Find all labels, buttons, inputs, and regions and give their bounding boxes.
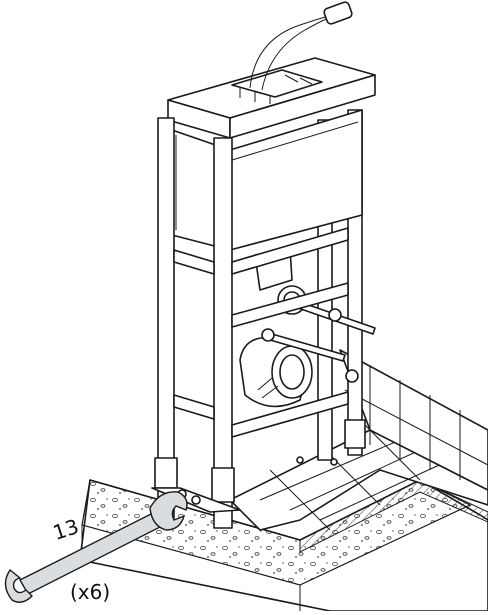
wrench-icon [4, 491, 188, 603]
cistern [171, 109, 363, 251]
top-plate [167, 1, 376, 139]
frame-front [151, 117, 366, 529]
drain-assembly [239, 247, 313, 408]
quantity-label: (x6) [70, 580, 111, 604]
threaded-rods [261, 301, 376, 383]
